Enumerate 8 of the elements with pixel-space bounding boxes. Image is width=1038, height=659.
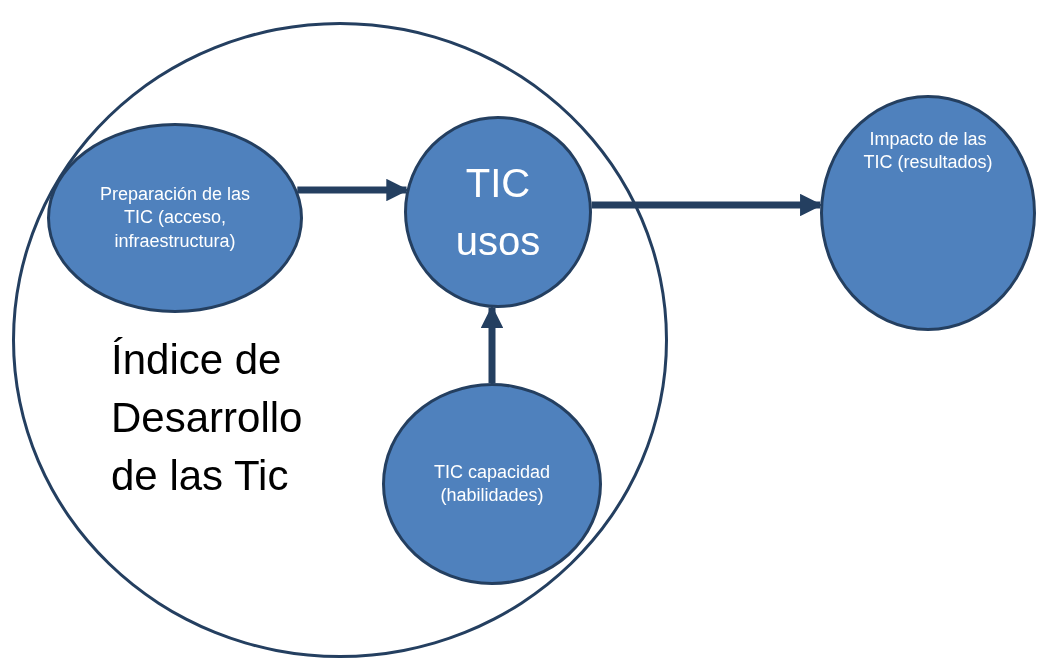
node-label: Impacto de las TIC (resultados) xyxy=(862,128,994,175)
arrow xyxy=(297,178,409,202)
node-label: TIC usos xyxy=(454,160,542,265)
node-label: TIC capacidad (habilidades) xyxy=(432,460,552,507)
arrow xyxy=(591,193,823,217)
node-label: Preparación de las TIC (acceso, infraestructura) xyxy=(98,182,252,253)
heading: Índice de Desarrollo de las Tic xyxy=(111,335,304,501)
arrow xyxy=(480,305,504,383)
